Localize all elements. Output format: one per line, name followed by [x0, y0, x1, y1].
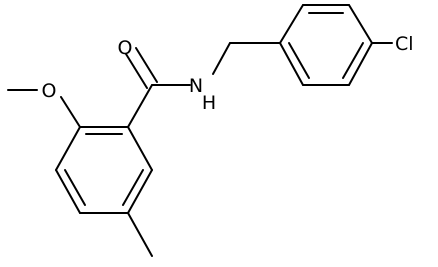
chlorine-label: Cl [395, 33, 414, 55]
carbonyl-double-bond-a [125, 53, 148, 89]
ring2-double-right [342, 42, 364, 79]
ring1-bond-c6-c5 [127, 169, 153, 214]
ring1-bond-c1-c6 [127, 126, 153, 171]
ring1-bond-c3-c2 [55, 126, 81, 171]
ring-carbonyl-bond [127, 84, 153, 128]
methoxy-o-ring-bond [60, 96, 81, 128]
carbonyl-oxygen-label: O [118, 37, 133, 59]
ring2-double-left [288, 42, 310, 79]
ring1-double-left [64, 169, 86, 206]
ring2-bond-a [279, 4, 304, 44]
amide-hydrogen-label: H [202, 92, 216, 114]
methoxy-oxygen-label: O [42, 80, 57, 102]
ring1-bond-c4-c3 [55, 169, 81, 214]
amide-nitrogen-label: N [189, 75, 203, 97]
ring2-bond-c [348, 4, 373, 44]
ring-methyl-bond [127, 212, 153, 257]
ring2-bond-d [348, 42, 373, 86]
ring1-double-right [122, 169, 144, 206]
ring2-bond-f [279, 42, 304, 86]
carbonyl-double-bond-b [135, 47, 158, 83]
nitrogen-ch2-bond [212, 42, 231, 75]
